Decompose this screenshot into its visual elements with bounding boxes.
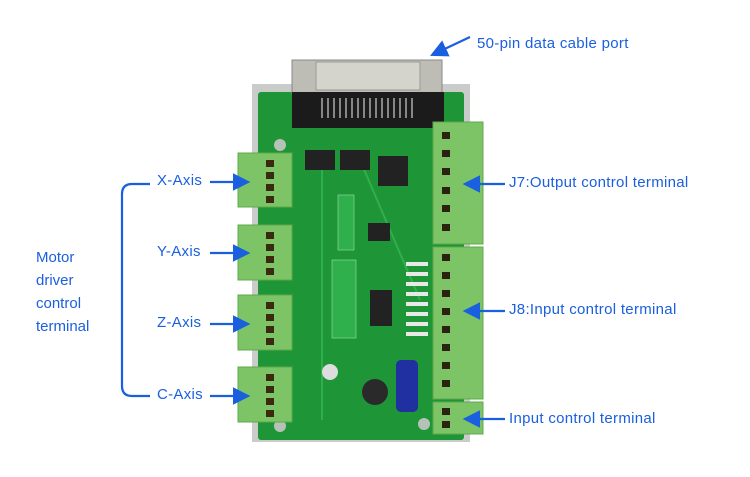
- j8-terminal-block: [432, 246, 484, 400]
- motor-group-bracket: [120, 182, 150, 398]
- db50-connector: [291, 59, 444, 128]
- annotation-arrows: [120, 36, 505, 428]
- pcb-board: [258, 92, 464, 440]
- motor-label-line: control: [36, 295, 82, 312]
- j7-label: J7:Output control terminal: [509, 174, 689, 191]
- z-axis-label: Z-Axis: [157, 314, 202, 331]
- y-axis-label: Y-Axis: [157, 243, 201, 260]
- motor-label-line: terminal: [36, 318, 90, 335]
- j8-label: J8:Input control terminal: [509, 301, 677, 318]
- c-axis-label: C-Axis: [157, 386, 203, 403]
- motor-label-line: Motor: [36, 249, 75, 266]
- cable-port-label: 50-pin data cable port: [477, 35, 629, 52]
- motor-driver-group-label: Motor driver control terminal: [36, 246, 89, 338]
- motor-label-line: driver: [36, 272, 74, 289]
- x-axis-label: X-Axis: [157, 172, 203, 189]
- input-terminal-label: Input control terminal: [509, 410, 656, 427]
- capacitor: [396, 360, 418, 412]
